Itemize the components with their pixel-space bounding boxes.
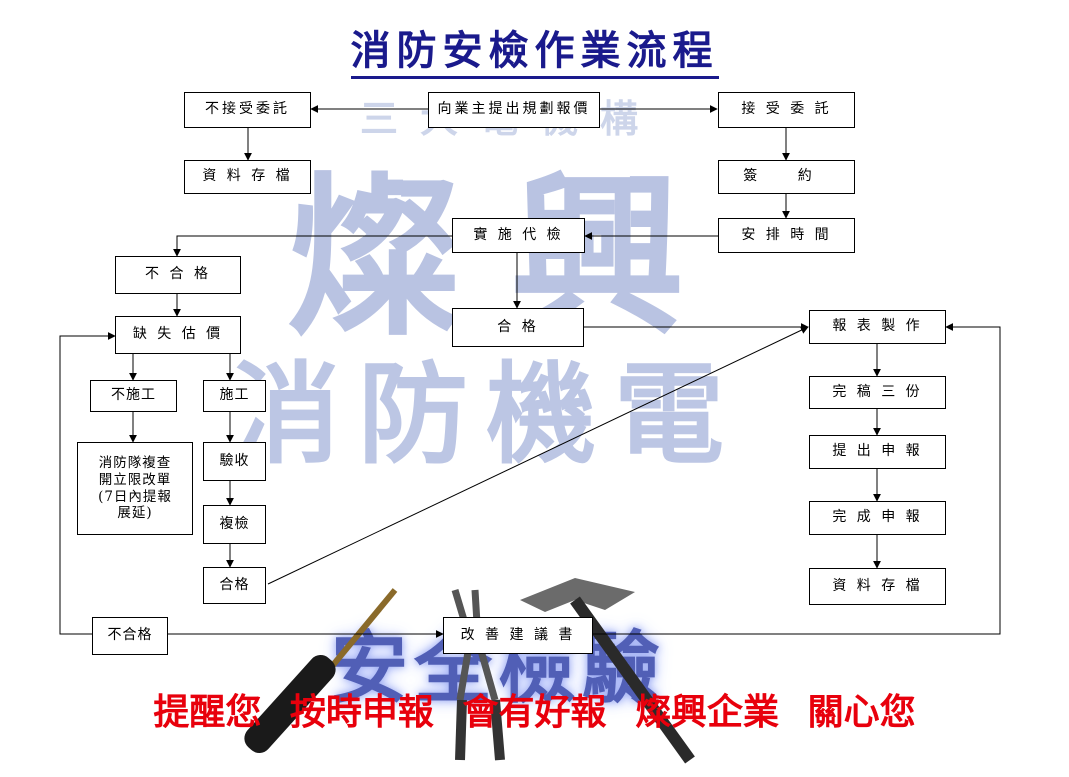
node-fail-2: 不合格 <box>92 617 168 655</box>
node-report-making: 報 表 製 作 <box>809 310 946 344</box>
node-reinspection: 複檢 <box>203 505 266 544</box>
slogan-part-3: 會有好報 <box>462 691 607 733</box>
node-fire-dept-notice: 消防隊複查 開立限改單 (7日內提報 展延) <box>77 442 193 535</box>
node-accept-commission: 接 受 委 託 <box>718 92 855 128</box>
watermark-middle: 消防機電 <box>230 350 742 479</box>
node-no-construction: 不施工 <box>90 380 177 412</box>
hammer-icon <box>520 578 695 764</box>
footer-slogan: 提醒您 按時申報 會有好報 燦興企業 關心您 <box>0 683 1069 735</box>
node-archive-left: 資 料 存 檔 <box>184 160 311 194</box>
node-schedule: 安 排 時 間 <box>718 218 855 253</box>
node-fail-1: 不 合 格 <box>115 256 241 294</box>
node-complete-report: 完 成 申 報 <box>809 501 946 535</box>
node-construction: 施工 <box>203 380 266 412</box>
slogan-part-4: 燦興企業 <box>635 691 780 733</box>
node-pass-2: 合格 <box>203 567 266 604</box>
node-acceptance: 驗收 <box>203 442 266 481</box>
page-title: 消防安檢作業流程 <box>0 18 1069 79</box>
node-improvement-report: 改 善 建 議 書 <box>443 617 593 654</box>
node-pass-1: 合 格 <box>452 308 584 347</box>
slogan-part-2: 按時申報 <box>289 691 434 733</box>
node-inspection: 實 施 代 檢 <box>452 218 585 253</box>
node-three-copies: 完 稿 三 份 <box>809 376 946 409</box>
slogan-part-1: 提醒您 <box>153 691 262 733</box>
node-defect-estimate: 缺 失 估 價 <box>115 316 241 354</box>
node-request-quote: 向業主提出規劃報價 <box>428 92 600 128</box>
node-archive-right: 資 料 存 檔 <box>809 568 946 605</box>
slogan-part-5: 關心您 <box>807 691 916 733</box>
node-submit-report: 提 出 申 報 <box>809 435 946 469</box>
screwdriver-icon <box>244 588 398 754</box>
node-reject-commission: 不接受委託 <box>184 92 311 128</box>
node-sign-contract: 簽 約 <box>718 160 855 194</box>
